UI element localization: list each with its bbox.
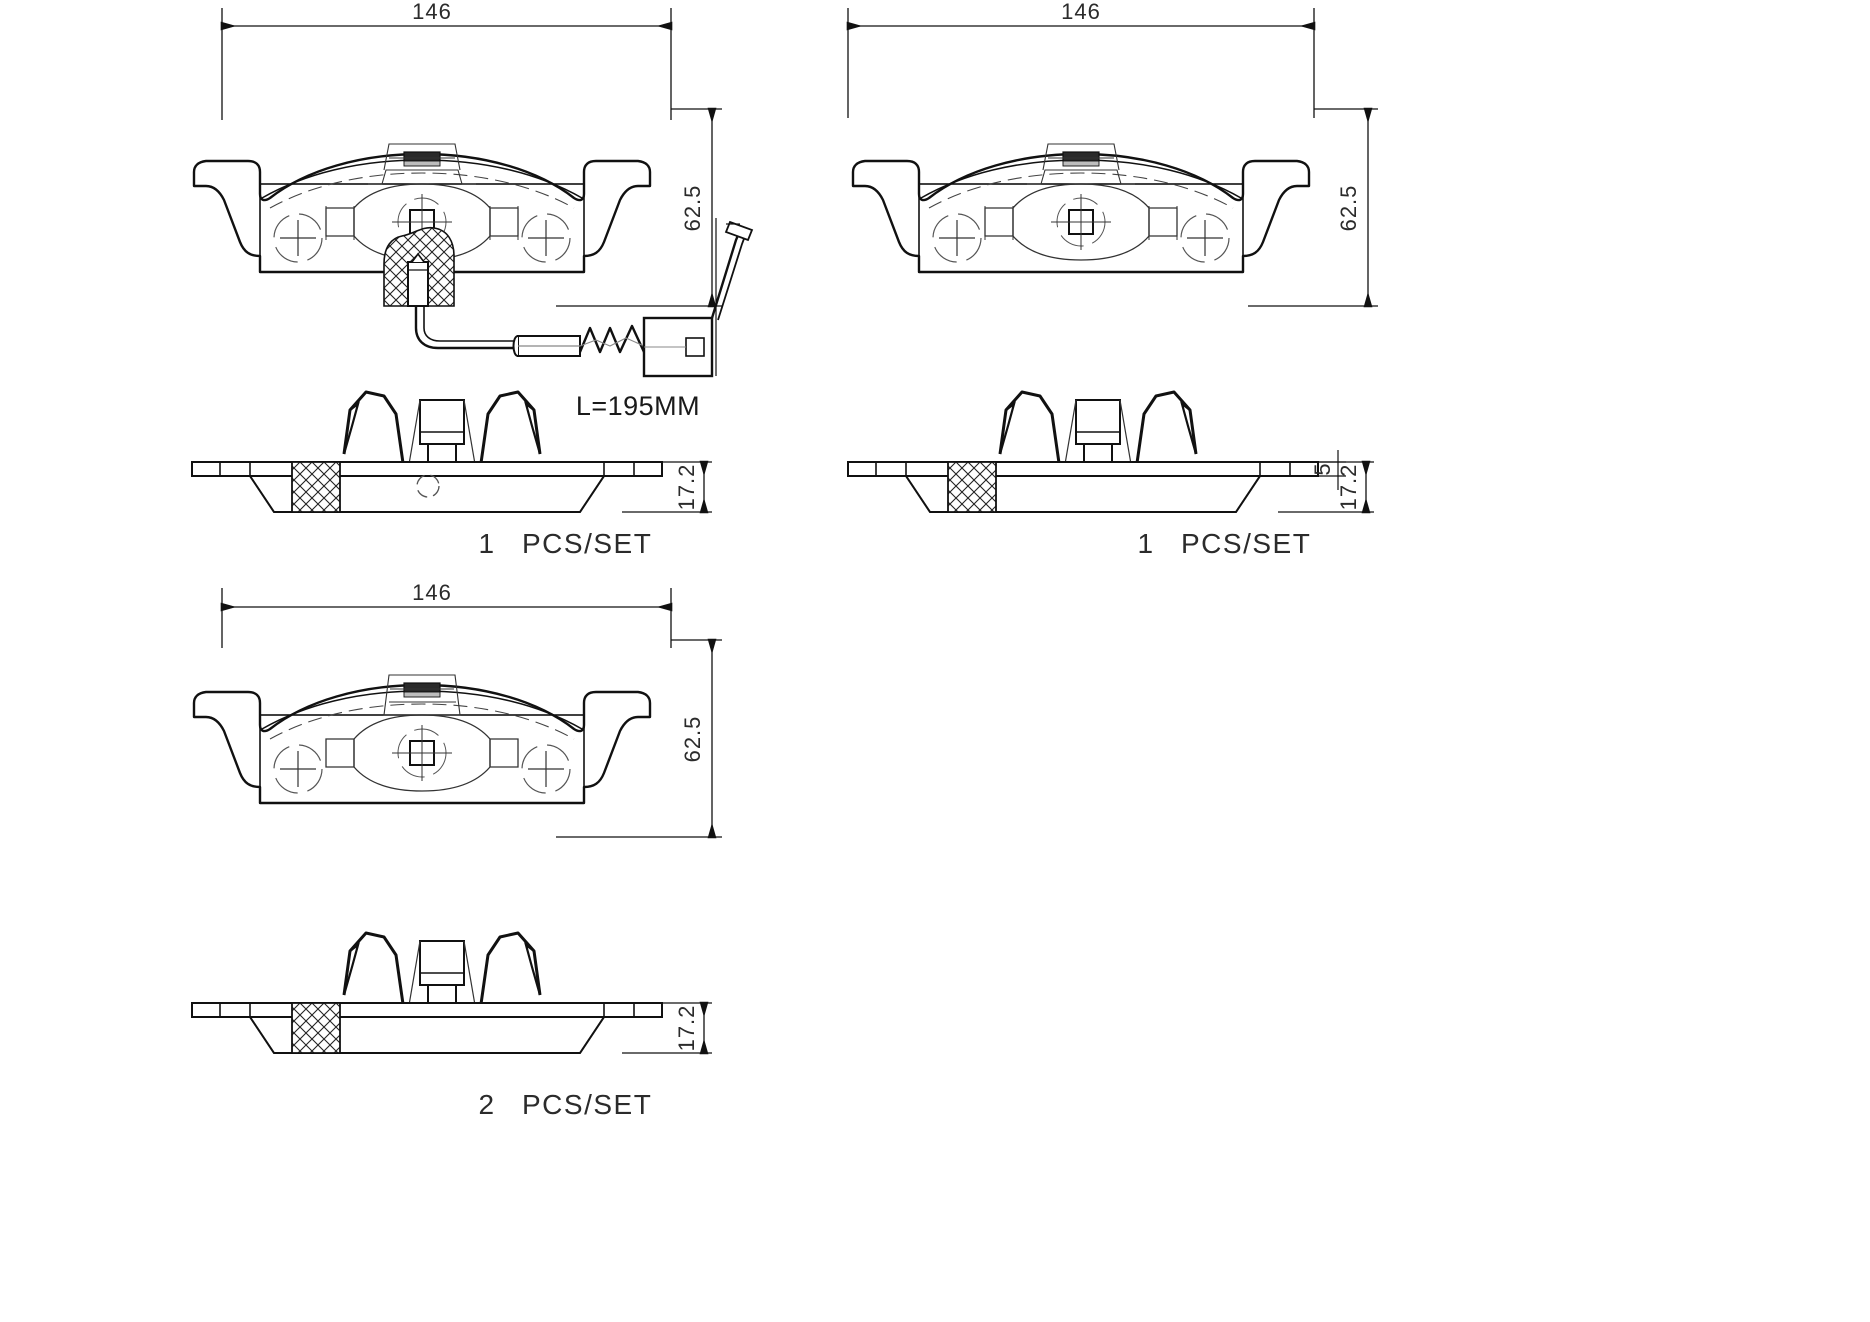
- dim-label-5: 5: [1310, 462, 1335, 475]
- wear-sensor-cable: [414, 218, 754, 378]
- qty-unit-b: PCS/SET: [1181, 528, 1311, 559]
- dim-label-172-c: 17.2: [674, 1005, 699, 1052]
- dimension-height-625-a: 62.5: [556, 107, 722, 308]
- dimension-width-146-a: 146: [220, 0, 673, 120]
- dimension-width-146-c: 146: [220, 580, 673, 648]
- dim-label-625-a: 62.5: [680, 185, 705, 232]
- dimension-thickness-172-a: 17.2: [622, 460, 712, 514]
- dim-label-146-a: 146: [412, 0, 452, 24]
- dim-label-625-c: 62.5: [680, 716, 705, 763]
- view-front-pad-plain: 146 62.5 5: [846, 0, 1378, 559]
- qty-unit-c: PCS/SET: [522, 1089, 652, 1120]
- dim-label-172-b: 17.2: [1336, 464, 1361, 511]
- qty-number-a: 1: [478, 528, 495, 559]
- dim-label-146-c: 146: [412, 580, 452, 605]
- view-front-pad-with-wear-sensor: 146 62.5: [191, 0, 754, 559]
- qty-unit-a: PCS/SET: [522, 528, 652, 559]
- view-front-pad-pair: 146 62.5: [191, 580, 722, 1120]
- qty-number-c: 2: [478, 1089, 495, 1120]
- dimension-width-146-b: 146: [846, 0, 1316, 118]
- dim-label-172-a: 17.2: [674, 464, 699, 511]
- dimension-height-625-c: 62.5: [556, 638, 722, 839]
- dim-label-146-b: 146: [1061, 0, 1101, 24]
- dim-label-625-b: 62.5: [1336, 185, 1361, 232]
- qty-number-b: 1: [1137, 528, 1154, 559]
- dimension-thickness-172-b: 17.2: [1278, 460, 1374, 514]
- dimension-thickness-172-c: 17.2: [622, 1001, 712, 1055]
- dimension-height-625-b: 62.5: [1248, 107, 1378, 308]
- sensor-length-label: L=195MM: [576, 391, 700, 421]
